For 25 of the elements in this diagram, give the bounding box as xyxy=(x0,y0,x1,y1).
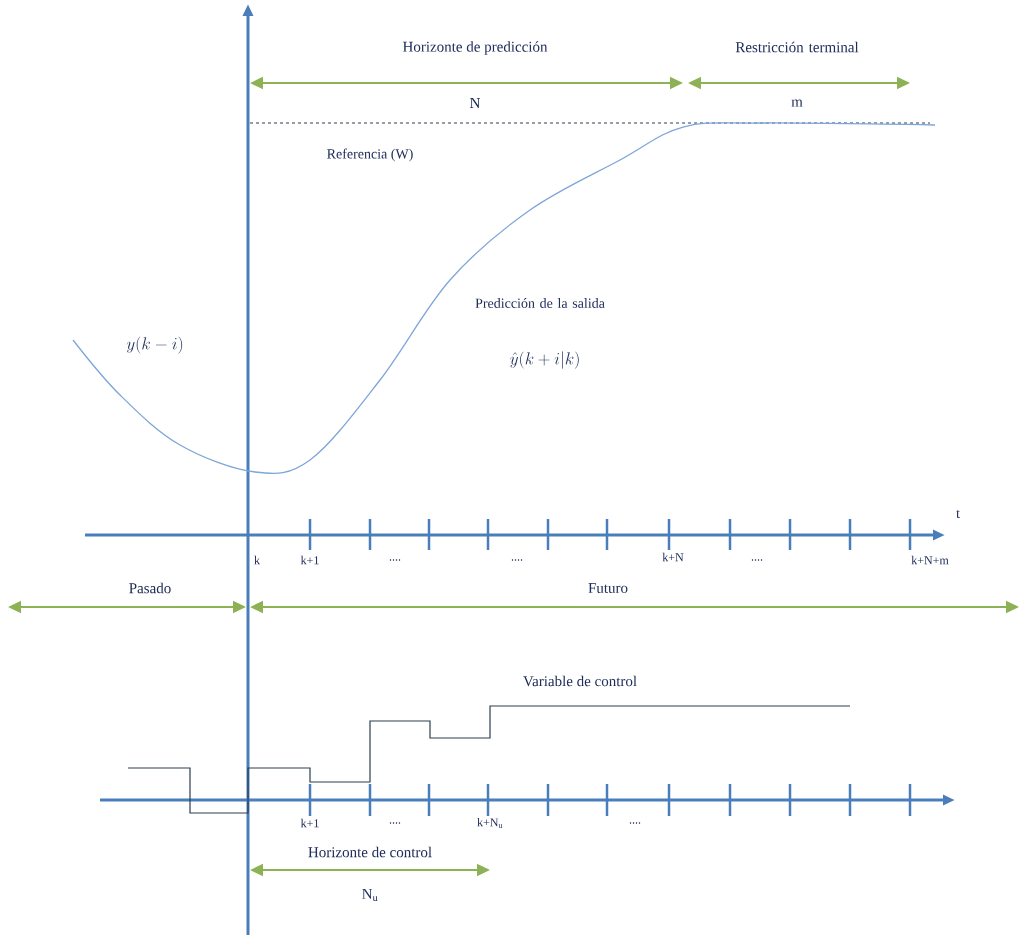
span-label: Horizonte de control xyxy=(308,846,432,858)
tick-label: .... xyxy=(511,559,523,561)
tick-label: k+N xyxy=(662,552,684,562)
tick-label: .... xyxy=(751,559,763,561)
span-label: Horizonte de predicción xyxy=(402,41,548,55)
tick-label: .... xyxy=(389,559,401,561)
tick-label: k xyxy=(254,555,260,565)
tick-label: .... xyxy=(389,822,401,824)
tick-label: .... xyxy=(629,822,641,824)
axis-label: t xyxy=(956,510,960,518)
tick-label: k+1 xyxy=(300,818,319,828)
span-label: N$_{u}$ xyxy=(362,888,378,902)
reference-label: Referencia (W) xyxy=(327,148,413,162)
span-label: Restricción terminal xyxy=(735,41,859,53)
tick-label: k+1 xyxy=(300,555,319,565)
span-label: N xyxy=(470,98,481,108)
formula: $y(k-i)$ xyxy=(126,336,183,354)
tick-label: k+N$_{u}$ xyxy=(477,817,503,829)
region-label: Futuro xyxy=(588,583,628,593)
tick-label: k+N+m xyxy=(911,555,949,565)
span-label: m xyxy=(791,99,803,107)
curve-label: Predicción de la salida xyxy=(475,298,605,308)
formula: $\hat{y}(k+i|k)$ xyxy=(510,351,579,369)
curve-label: Variable de control xyxy=(523,675,637,687)
region-label: Pasado xyxy=(129,582,171,594)
